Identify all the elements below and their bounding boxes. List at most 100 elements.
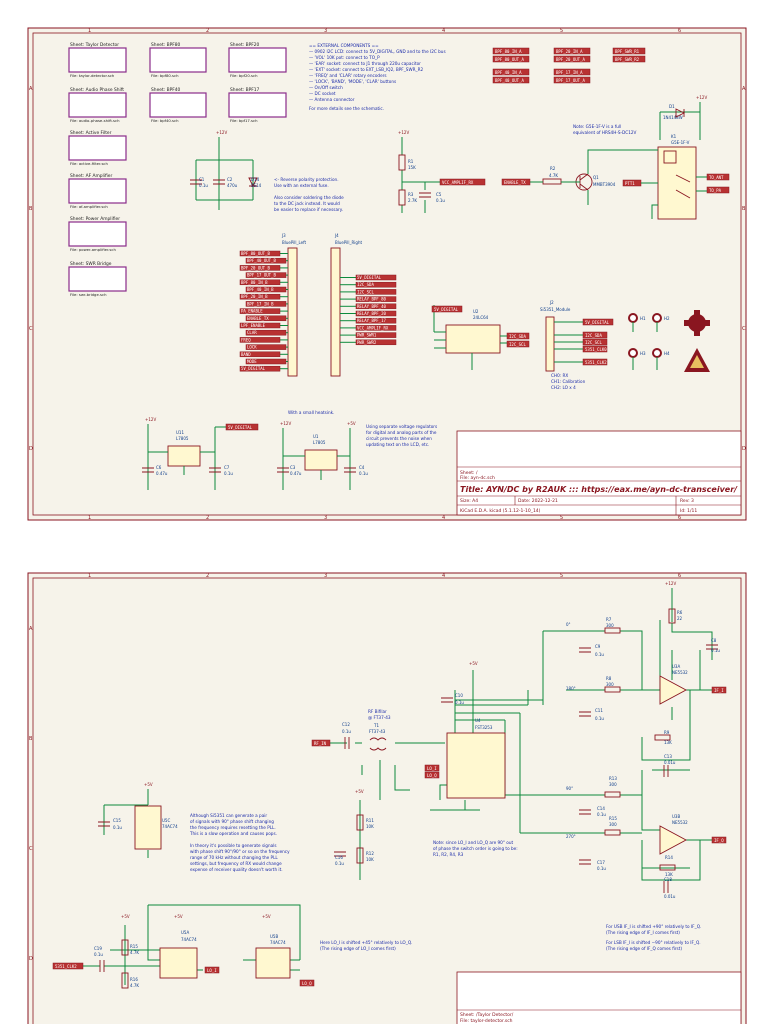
title-block: Sheet: / File: ayn-dc.sch Title: AYN/DC …	[456, 430, 742, 516]
eeprom-u2: U2 24LC64 5V_DIGITAL I2C_SDA I2C_SCL	[431, 305, 530, 370]
hier-sheet-audio-phase[interactable]: Sheet: Audio Phase Shift File: audio-pha…	[68, 87, 127, 123]
svg-text:RELAY_BPF_80: RELAY_BPF_80	[357, 297, 386, 302]
svg-text:of phase the switch order is g: of phase the switch order is going to be…	[433, 846, 518, 851]
net-label: BPF_40_IN_B	[245, 286, 288, 293]
svg-text:G5E-1F-V: G5E-1F-V	[671, 140, 690, 145]
resistor-r3: R32.7K	[398, 189, 417, 206]
net-label: BPF_17_IN_B	[245, 301, 288, 307]
svg-text:BluePill_Right: BluePill_Right	[335, 240, 362, 245]
net-label: RELAY_BPF_17	[340, 317, 397, 324]
svg-text:C15: C15	[113, 818, 121, 823]
svg-text:BPF_SWR_R1: BPF_SWR_R1	[615, 49, 640, 54]
svg-text:470u: 470u	[227, 183, 238, 188]
net-label: I2C_SCL	[506, 340, 530, 348]
sheet-1-inner-border	[32, 32, 742, 516]
svg-text:VCC_AMPLIF_RX: VCC_AMPLIF_RX	[442, 180, 474, 185]
hier-sheet-taylor[interactable]: Sheet: Taylor Detector File: taylor-dete…	[68, 42, 127, 78]
warning-triangle-icon	[684, 348, 710, 372]
svg-text:FREQ: FREQ	[241, 337, 251, 342]
net-label: IF_Q	[711, 836, 727, 844]
hier-sheet-bpf80[interactable]: Sheet: BPF80 File: bpf80.sch	[149, 42, 207, 78]
svg-text:300: 300	[606, 682, 614, 687]
net-label: BPF_20_IN_B	[239, 293, 288, 300]
net-label: RELAY_BPF_80	[340, 296, 397, 302]
net-label: BPF_SWR_R1	[612, 47, 646, 55]
svg-text:R8: R8	[606, 676, 612, 681]
svg-text:FT37-43: FT37-43	[369, 729, 386, 734]
svg-text:BPF_17_OUT_A: BPF_17_OUT_A	[556, 78, 585, 83]
svg-text:J2: J2	[549, 300, 554, 305]
svg-text:C4: C4	[359, 465, 365, 470]
net-label: 5V_DIGITAL	[431, 305, 463, 313]
svg-text:Sheet: /: Sheet: /	[460, 470, 478, 476]
net-label: ENABLE_TX	[245, 315, 288, 322]
hier-sheet-bpf40[interactable]: Sheet: BPF40 File: bpf40.sch	[149, 87, 207, 123]
svg-text:R1, R2, R4, R3: R1, R2, R4, R3	[433, 852, 464, 857]
svg-text:C9: C9	[595, 644, 601, 649]
svg-text:C17: C17	[597, 860, 605, 865]
hier-sheet-power-amp[interactable]: Sheet: Power Amplifier File: power-ampli…	[68, 216, 127, 252]
net-label: LOCK	[245, 344, 288, 350]
svg-text:L7805: L7805	[313, 440, 326, 445]
svg-text:R13: R13	[609, 776, 617, 781]
svg-text:BPF_80_IN_B: BPF_80_IN_B	[241, 280, 268, 285]
mounting-hole-icon	[628, 348, 638, 358]
bluepill-left-labels: BPF_80_OUT_BBPF_40_OUT_BBPF_20_OUT_BBPF_…	[239, 250, 288, 372]
capacitor-c3: C30.47u	[277, 465, 302, 476]
power-12v-label: +12V	[145, 417, 156, 422]
net-label: I2C_SDA	[582, 331, 608, 339]
hier-sheet-active-filter[interactable]: Sheet: Active Filter File: active-filter…	[68, 130, 127, 166]
power-5v-label: +5V	[469, 661, 478, 666]
bluepill-right-labels: 5V_DIGITALI2C_SDAI2C_SCLRELAY_BPF_80RELA…	[340, 274, 397, 346]
hier-sheet-name: Sheet: Active Filter	[70, 130, 112, 136]
net-label: BPF_17_IN_A	[553, 68, 591, 76]
capacitor-c1: C10.1u	[190, 177, 208, 188]
frame-tick: 2	[206, 515, 209, 521]
frame-tick: D	[29, 446, 33, 452]
net-label: PA_ENABLE	[239, 308, 288, 314]
net-label: I2C_SCL	[340, 289, 397, 295]
svg-text:RELAY_BPF_40: RELAY_BPF_40	[357, 304, 386, 309]
svg-text:BPF_20_IN_A: BPF_20_IN_A	[556, 49, 583, 54]
svg-text:15K: 15K	[408, 165, 416, 170]
svg-text:CH0: RX: CH0: RX	[551, 373, 568, 378]
net-label: LO_Q	[424, 771, 440, 779]
svg-text:J4: J4	[334, 233, 339, 238]
svg-text:5V_DIGITAL: 5V_DIGITAL	[228, 425, 253, 430]
hier-sheet-bpf17[interactable]: Sheet: BPF17 File: bpf17.sch	[228, 87, 287, 123]
net-label: BPF_80_OUT_A	[492, 55, 530, 63]
svg-text:I2C_SCL: I2C_SCL	[357, 289, 374, 294]
svg-text:90°: 90°	[566, 786, 573, 791]
net-label: RELAY_BPF_20	[340, 310, 397, 317]
hier-sheet-file: File: bpf17.sch	[230, 118, 258, 123]
svg-text:== EXTERNAL COMPONENTS ==: == EXTERNAL COMPONENTS ==	[309, 43, 379, 48]
mounting-hole-icon	[652, 348, 662, 358]
frame-tick: 6	[678, 515, 681, 521]
hier-sheet-file: File: af-amplifier.sch	[70, 204, 108, 209]
svg-text:CLAR: CLAR	[247, 330, 257, 335]
svg-text:300: 300	[609, 822, 617, 827]
svg-text:0.1u: 0.1u	[711, 648, 720, 653]
net-label: BPF_17_OUT_B	[245, 272, 288, 278]
hier-sheet-af-amp[interactable]: Sheet: AF Amplifier File: af-amplifier.s…	[68, 173, 127, 209]
power-5v-label: +5V	[355, 789, 364, 794]
frame-tick: B	[29, 206, 33, 212]
svg-text:U5A: U5A	[181, 930, 189, 935]
svg-text:BPF_40_IN_A: BPF_40_IN_A	[495, 70, 522, 75]
svg-text:IF_Q: IF_Q	[714, 838, 724, 843]
hier-sheet-swr-bridge[interactable]: Sheet: SWR Bridge File: swr-bridge.sch	[68, 261, 127, 297]
hier-sheet-bpf20[interactable]: Sheet: BPF20 File: bpf20.sch	[228, 42, 287, 78]
svg-text:— 'EAR' socket: connect to J1: — 'EAR' socket: connect to J1 through 22…	[309, 61, 421, 66]
